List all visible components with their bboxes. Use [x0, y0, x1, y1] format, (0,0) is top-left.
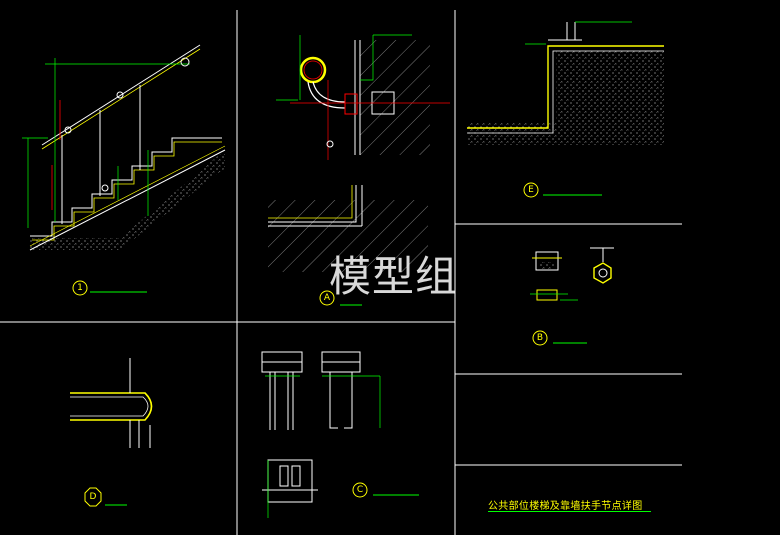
detail-a-label: A — [324, 293, 331, 303]
detail-1-stair-handrail: 1 — [22, 44, 226, 296]
detail-1-label: 1 — [77, 283, 83, 293]
detail-e-label: E — [528, 185, 534, 195]
watermark-text: 模型组 — [329, 252, 459, 301]
detail-e-landing-edge: E — [467, 21, 664, 198]
sheet-title-underline — [488, 511, 651, 512]
detail-d-label: D — [90, 492, 97, 502]
detail-d-rail-end: D — [70, 358, 153, 507]
detail-a-wall-bracket: A — [268, 34, 450, 306]
sheet-title: 公共部位楼梯及靠墙扶手节点详图 — [488, 501, 643, 512]
detail-b-fixing-parts: B — [530, 247, 614, 346]
detail-c-label: C — [357, 485, 363, 495]
detail-b-label: B — [537, 333, 543, 343]
sheet-frame — [0, 10, 682, 535]
detail-c-channel-profiles: C — [261, 351, 419, 518]
